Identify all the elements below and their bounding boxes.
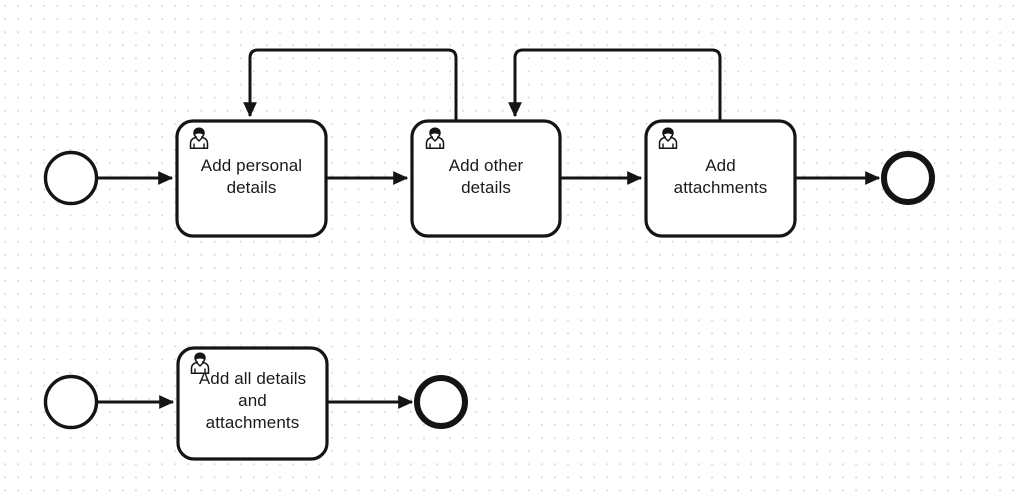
start-event-2[interactable] <box>43 374 99 430</box>
loop-back-flow-task3-task2[interactable] <box>508 48 722 121</box>
end-event-1[interactable] <box>881 151 935 205</box>
loop-back-flow-task2-task1[interactable] <box>243 48 458 121</box>
start-event-1[interactable] <box>43 150 99 206</box>
end-event-2[interactable] <box>414 375 468 429</box>
